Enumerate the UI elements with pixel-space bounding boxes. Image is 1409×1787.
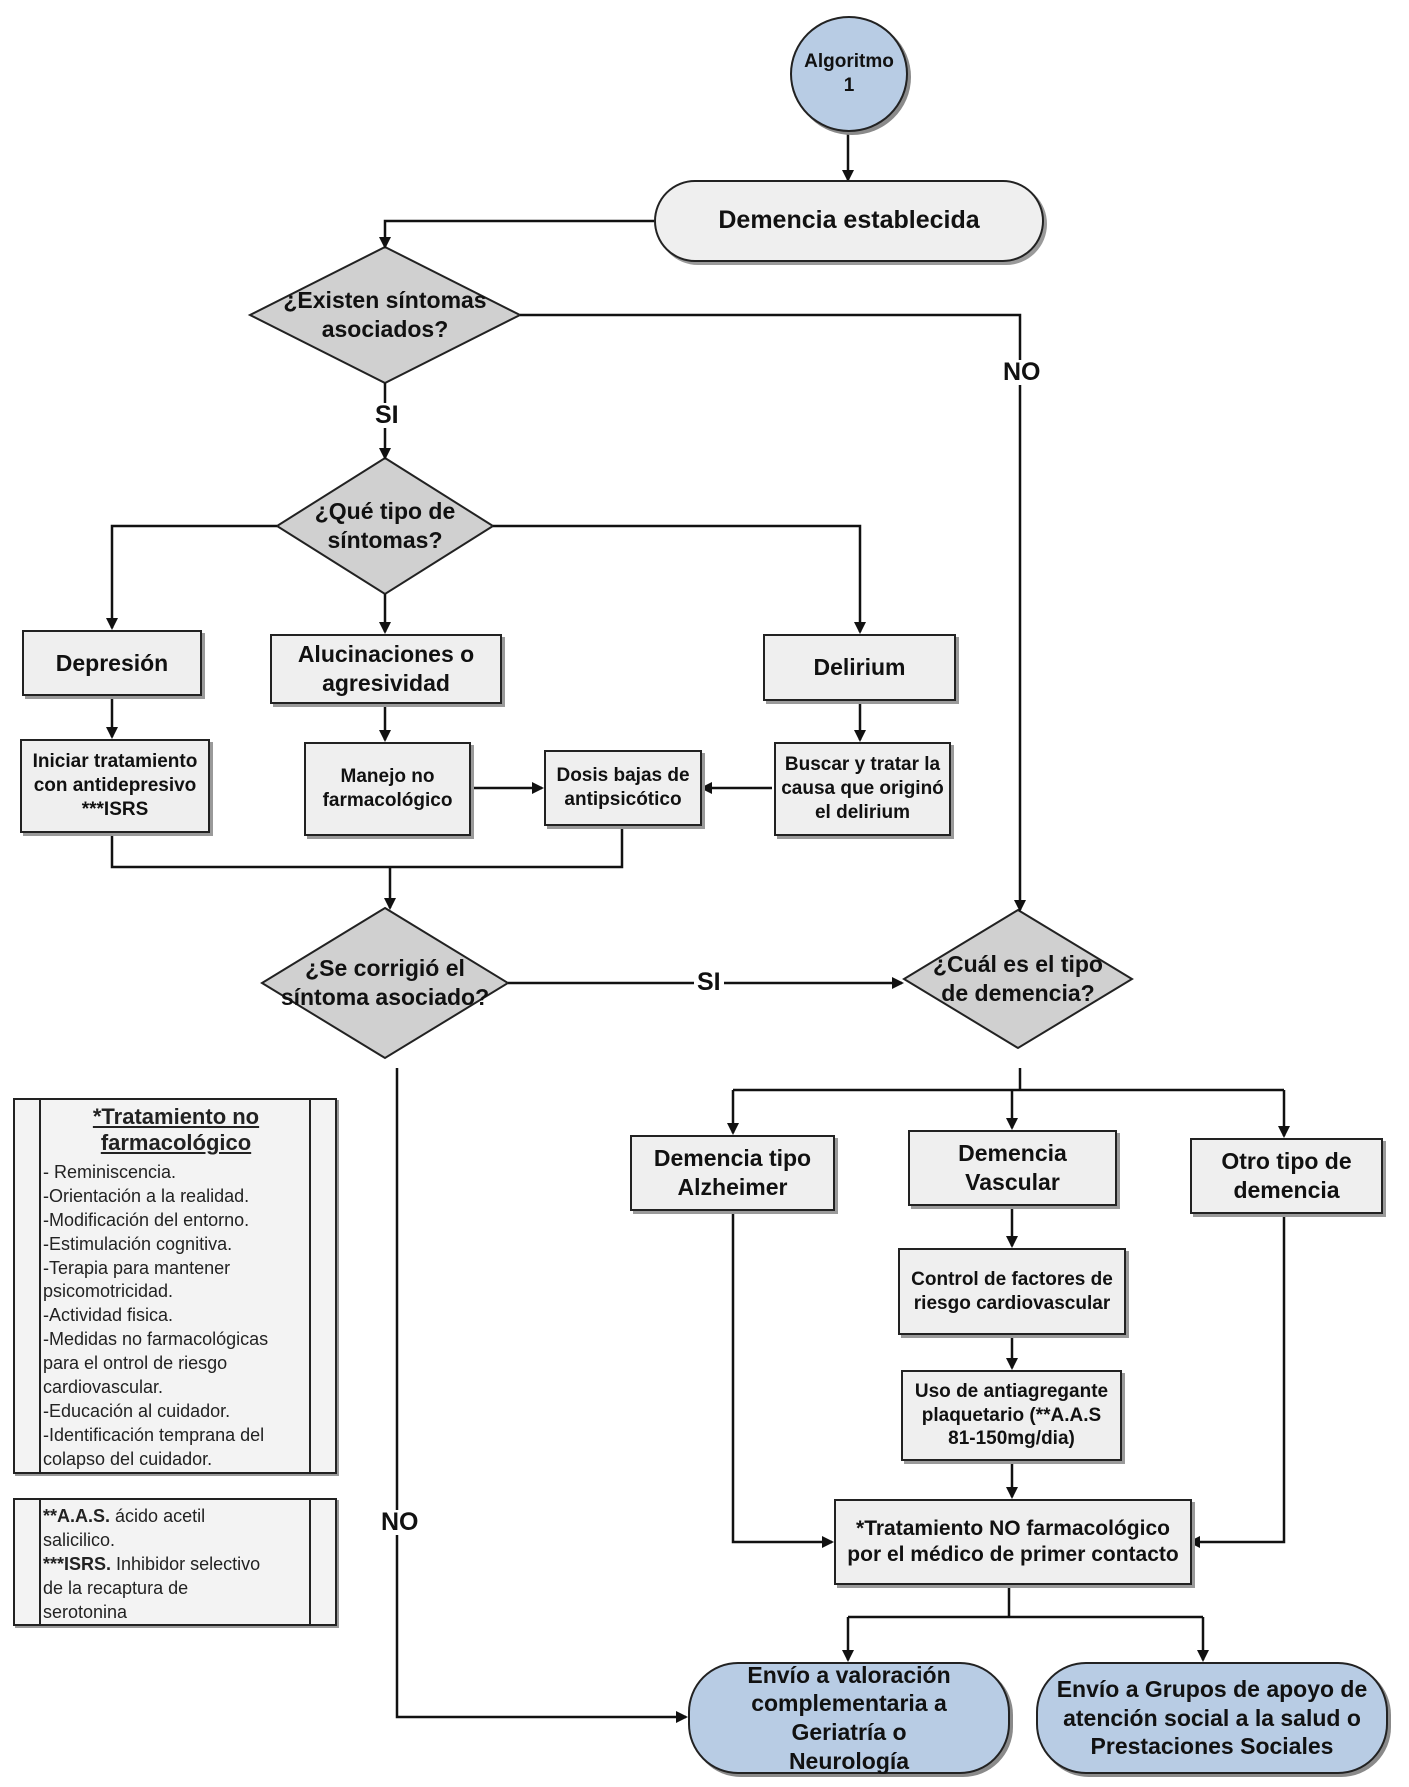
decision-type-symptoms-text: ¿Qué tipo de síntomas?	[314, 498, 456, 553]
depression-node: Depresión	[22, 630, 202, 696]
label-si-corrected: SI	[694, 970, 724, 995]
delirium-cause-node: Buscar y tratar la causa que originó el …	[774, 742, 951, 836]
delirium-node: Delirium	[763, 634, 956, 701]
note-item: -Modificación del entorno.	[43, 1209, 250, 1230]
abbrev-aas-cont: salicilico.	[43, 1529, 116, 1550]
label-no-corrected: NO	[378, 1510, 422, 1535]
connector-corrected-no-to-geriatrics	[395, 1068, 688, 1723]
note-item: -Terapia para mantener	[43, 1257, 231, 1278]
vascular-node: Demencia Vascular	[908, 1130, 1117, 1206]
note-item: -Actividad fisica.	[43, 1305, 174, 1326]
connector-established-to-symptoms	[379, 219, 654, 249]
decision-shape-corrected	[260, 906, 510, 1060]
label-si-symptoms: SI	[372, 403, 402, 428]
alzheimer-node: Demencia tipo Alzheimer	[630, 1135, 835, 1211]
referral-support-terminator: Envío a Grupos de apoyo de atención soci…	[1036, 1662, 1388, 1774]
note-item: -Medidas no farmacológicas	[43, 1329, 269, 1350]
note-item: -Educación al cuidador.	[43, 1401, 231, 1422]
hallucinations-node: Alucinaciones o agresividad	[270, 634, 502, 704]
note-items: - Reminiscencia. -Orientación a la realid…	[43, 1161, 309, 1472]
antipsychotic-node: Dosis bajas de antipsicótico	[544, 750, 702, 826]
established-dementia-node: Demencia establecida	[654, 180, 1044, 262]
abbrev-isrs-cont: de la recaptura de	[43, 1577, 189, 1598]
connector-antidepressant-merge	[110, 833, 390, 869]
abbrev-aas: **A.A.S. ácido acetil	[43, 1506, 206, 1526]
note-title: *Tratamiento no farmacológico	[92, 1104, 260, 1156]
connector-no-to-dementia-type	[520, 313, 1026, 912]
connector-other-to-treatment	[1188, 1214, 1286, 1548]
label-no-symptoms: NO	[1000, 360, 1044, 385]
abbrev-isrs: ***ISRS. Inhibidor selectivo	[43, 1553, 261, 1574]
connector-to-depression	[106, 524, 277, 630]
decision-shape-dementia-type	[902, 908, 1134, 1050]
note-item: -Orientación a la realidad.	[43, 1185, 250, 1206]
decision-symptoms-text: ¿Existen síntomas asociados?	[283, 287, 487, 342]
note-item: -Identificación temprana del	[43, 1425, 265, 1446]
connector-antipsychotic-merge	[390, 826, 624, 869]
decision-corrected-text: ¿Se corrigió el síntoma asociado?	[280, 955, 490, 1010]
abbrev-isrs-cont2: serotonina	[43, 1601, 128, 1622]
note-item: para el ontrol de riesgo	[43, 1353, 228, 1374]
start-terminator: Algoritmo 1	[790, 16, 908, 132]
note-item: -Estimulación cognitiva.	[43, 1233, 233, 1254]
nonpharm-note-box: *Tratamiento no farmacológico - Reminisc…	[13, 1098, 337, 1474]
risk-control-node: Control de factores de riesgo cardiovasc…	[898, 1248, 1126, 1335]
antiplatelet-node: Uso de antiagregante plaquetario (**A.A.…	[901, 1370, 1122, 1461]
note-item: - Reminiscencia.	[43, 1161, 177, 1182]
connector-to-delirium	[493, 524, 866, 634]
note-item: psicomotricidad.	[43, 1281, 174, 1302]
decision-dementia-type-text: ¿Cuál es el tipo de demencia?	[933, 951, 1103, 1006]
note-item: cardiovascular.	[43, 1377, 164, 1398]
other-dementia-node: Otro tipo de demencia	[1190, 1138, 1383, 1214]
connector-alzheimer-to-treatment	[731, 1211, 834, 1548]
nonpharm-treatment-node: *Tratamiento NO farmacológico por el méd…	[834, 1499, 1192, 1585]
antidepressant-node: Iniciar tratamiento con antidepresivo **…	[20, 739, 210, 833]
note-item: colapso del cuidador.	[43, 1449, 213, 1470]
nonpharm-management-node: Manejo no farmacológico	[304, 742, 471, 836]
abbreviations-box: **A.A.S. ácido acetil salicilico. ***ISR…	[13, 1498, 337, 1626]
referral-geriatrics-terminator: Envío a valoración complementaria a Geri…	[688, 1662, 1010, 1774]
